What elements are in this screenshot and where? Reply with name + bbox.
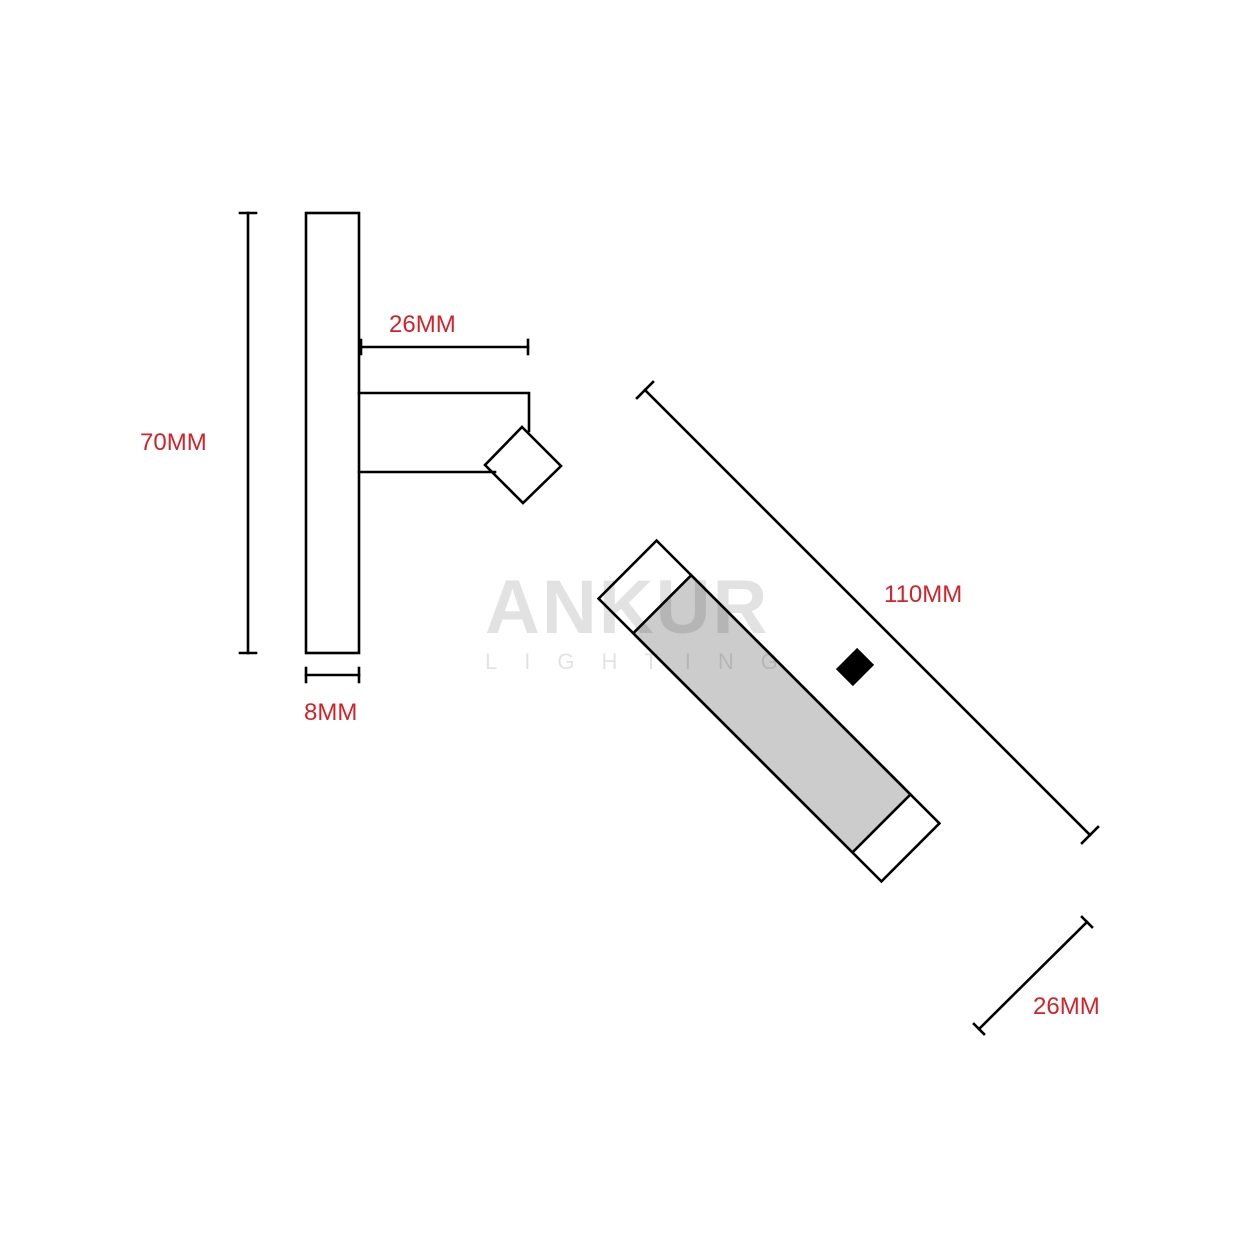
length-dimension-line [635,380,1100,845]
lamp-diameter-label: 26MM [1033,993,1100,1020]
height-dimension-line [238,211,258,655]
swivel-joint [483,425,563,505]
arm-length-label: 26MM [389,311,456,338]
watermark-logo: ANKUR [485,565,770,650]
lamp-body [596,538,942,884]
mounting-plate [304,211,361,655]
plate-thickness-label: 8MM [304,699,358,726]
watermark-tagline: LIGHTING [485,649,805,674]
plate-height-label: 70MM [140,429,207,456]
diameter-dimension-line [972,915,1094,1036]
lamp-length-label: 110MM [884,581,963,608]
mounting-arm [357,391,531,433]
arm-dimension-line [359,338,530,356]
thickness-dimension-line [304,666,361,684]
lamp-barrel-shaded [631,573,913,855]
switch-button [835,647,875,687]
